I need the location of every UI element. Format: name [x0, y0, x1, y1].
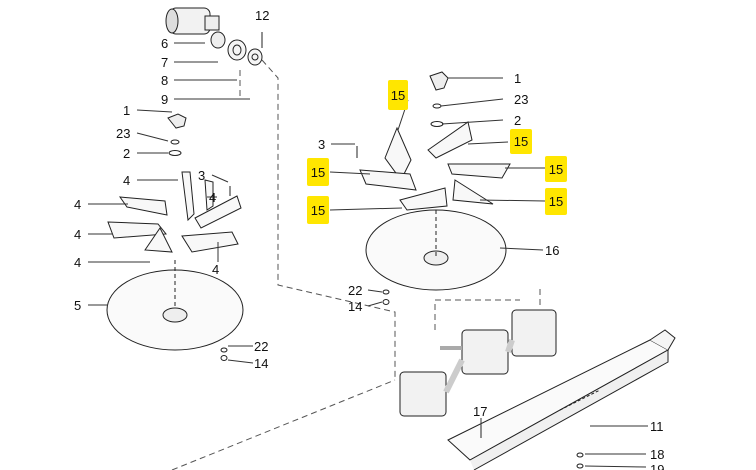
callout-15-highlighted: 15 — [307, 158, 329, 186]
callout-4: 4 — [212, 262, 220, 277]
callout-22: 22 — [254, 339, 269, 354]
callout-4: 4 — [209, 190, 217, 205]
right-disc-assembly — [356, 71, 511, 305]
callout-4: 4 — [74, 227, 82, 242]
callout-4: 4 — [74, 255, 82, 270]
callout-3: 3 — [318, 137, 326, 152]
callout-9: 9 — [161, 92, 169, 107]
callout-18: 18 — [650, 447, 665, 462]
callout-2: 2 — [514, 113, 522, 128]
callout-15-highlighted: 15 — [307, 196, 329, 224]
callout-1: 1 — [514, 71, 522, 86]
callout-7: 7 — [161, 55, 169, 70]
callout-22: 22 — [348, 283, 363, 298]
callout-19: 19 — [650, 462, 665, 470]
callout-17: 17 — [473, 404, 488, 419]
dashed-connectors — [171, 59, 541, 470]
callout-3: 3 — [198, 168, 206, 183]
callout-16: 16 — [545, 243, 560, 258]
callout-2: 2 — [123, 146, 131, 161]
callout-15-highlighted: 15 — [545, 156, 567, 182]
callout-12: 12 — [255, 8, 270, 23]
callout-5: 5 — [74, 298, 82, 313]
callout-15-highlighted: 15 — [388, 80, 408, 110]
callout-6: 6 — [161, 36, 169, 51]
callout-8: 8 — [161, 73, 169, 88]
callout-14: 14 — [348, 299, 363, 314]
left-disc-assembly — [106, 113, 244, 361]
callout-15-highlighted: 15 — [510, 129, 532, 154]
callout-15-highlighted: 15 — [545, 188, 567, 215]
callout-11: 11 — [650, 419, 664, 434]
callout-23: 23 — [116, 126, 131, 141]
callout-1: 1 — [123, 103, 131, 118]
callout-4: 4 — [74, 197, 82, 212]
gearbox-assembly — [399, 309, 676, 470]
callout-23: 23 — [514, 92, 529, 107]
callout-4: 4 — [123, 173, 131, 188]
callout-14: 14 — [254, 356, 269, 371]
motor-assembly — [165, 7, 263, 66]
